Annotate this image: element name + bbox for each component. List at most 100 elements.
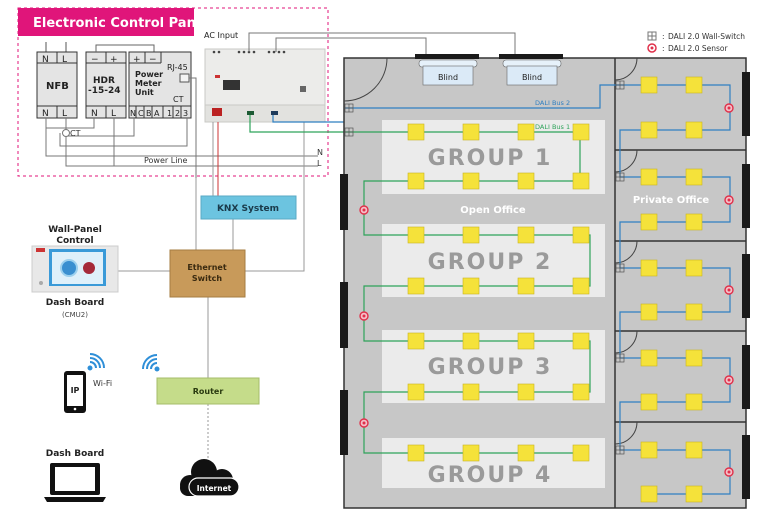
legend-switch-label: DALI 2.0 Wall-Switch xyxy=(668,32,745,41)
light-fixture xyxy=(407,123,425,141)
blind-2: Blind xyxy=(502,59,562,86)
wall-switch-icon xyxy=(615,263,625,273)
light-fixture xyxy=(685,393,703,411)
light-fixture xyxy=(462,172,480,190)
pmu-term-1: 1 xyxy=(167,109,172,118)
wall-panel-model: (CMU2) xyxy=(62,311,88,319)
light-fixture xyxy=(572,332,590,350)
light-fixture xyxy=(640,441,658,459)
light-fixture xyxy=(572,383,590,401)
blind-2-label: Blind xyxy=(522,73,542,82)
power-terminal xyxy=(212,108,222,116)
wall-panel-title-2: Control xyxy=(56,236,93,246)
wall-panel-caption: Dash Board xyxy=(46,298,104,308)
pmu-term-3: 3 xyxy=(183,109,188,118)
light-fixture xyxy=(685,213,703,231)
rj45-label: RJ-45 xyxy=(167,63,188,72)
wifi-label: Wi-Fi xyxy=(93,379,112,388)
sensor-icon xyxy=(724,285,734,295)
hdr-module: − + HDR -15-24 N L xyxy=(85,51,127,119)
wall-switch-legend-icon xyxy=(647,31,657,41)
internet-label: Internet xyxy=(197,484,232,493)
pmu-label-3: Unit xyxy=(135,88,154,97)
pmu-label-2: Meter xyxy=(135,79,162,88)
light-fixture xyxy=(517,277,535,295)
light-fixture xyxy=(407,383,425,401)
panel-title-bar xyxy=(18,8,194,36)
light-fixture xyxy=(407,277,425,295)
wall-switch-icon xyxy=(615,353,625,363)
wall-switch-icon xyxy=(615,80,625,90)
sensor-legend-icon xyxy=(647,43,657,53)
legend-sensor-label: DALI 2.0 Sensor xyxy=(668,44,728,53)
light-fixture xyxy=(685,76,703,94)
light-fixture xyxy=(572,277,590,295)
pmu-plus: + xyxy=(133,55,141,65)
control-panel: Electronic Control Panel N L NFB N L − +… xyxy=(17,7,516,178)
wall-switch-icon xyxy=(615,172,625,182)
light-fixture xyxy=(462,332,480,350)
wall-switches xyxy=(344,80,625,455)
legend: : DALI 2.0 Wall-Switch : DALI 2.0 Sensor xyxy=(647,31,745,53)
light-fixture xyxy=(640,303,658,321)
pmu-term-2: 2 xyxy=(175,109,180,118)
phone-ip-label: IP xyxy=(71,386,80,395)
hdr-model: -15-24 xyxy=(88,86,121,96)
ac-input-label: AC Input xyxy=(204,31,238,40)
sensor-icon xyxy=(724,375,734,385)
ct-label: CT xyxy=(70,129,81,138)
power-line-label: Power Line xyxy=(144,156,187,165)
light-fixture xyxy=(685,121,703,139)
private-office-label: Private Office xyxy=(633,195,710,206)
light-fixture xyxy=(640,259,658,277)
light-fixture xyxy=(407,226,425,244)
light-fixture xyxy=(517,226,535,244)
ethernet-label-1: Ethernet xyxy=(187,263,226,272)
panel-title: Electronic Control Panel xyxy=(33,16,209,31)
dali-bus-1-label: DALI Bus 1 xyxy=(535,123,570,131)
light-fixture xyxy=(685,441,703,459)
pmu-term-n: N xyxy=(130,109,136,118)
network-wiring xyxy=(118,122,305,460)
power-meter-module: + − Power Meter Unit RJ-45 CT N C B A 1 … xyxy=(128,51,192,119)
ethernet-label-2: Switch xyxy=(192,274,222,283)
light-fixtures xyxy=(407,76,703,503)
nfb-n-top: N xyxy=(42,55,49,65)
light-fixture xyxy=(685,349,703,367)
hdr-label: HDR xyxy=(93,76,115,86)
live-label: L xyxy=(317,159,322,168)
pmu-label-1: Power xyxy=(135,70,163,79)
bus1-feed xyxy=(249,115,345,133)
light-fixture xyxy=(572,123,590,141)
wall-switch-icon xyxy=(344,127,354,137)
light-fixture xyxy=(407,444,425,462)
light-fixture xyxy=(462,444,480,462)
nfb-label: NFB xyxy=(46,81,69,92)
usb-port xyxy=(300,86,306,92)
internet-cloud-icon xyxy=(180,459,240,497)
knx-system-box xyxy=(200,195,297,220)
sensor-icon xyxy=(724,103,734,113)
blind-1: Blind xyxy=(418,59,478,86)
light-fixture xyxy=(685,485,703,503)
group-4-label: GROUP 4 xyxy=(428,463,553,488)
wall-panel-device xyxy=(31,245,119,293)
hdr-plus: + xyxy=(110,55,118,65)
group-1-label: GROUP 1 xyxy=(428,146,553,171)
router-label: Router xyxy=(193,387,224,396)
hdr-l: L xyxy=(111,109,116,119)
light-fixture xyxy=(640,76,658,94)
wall-switch-icon xyxy=(344,103,354,113)
nfb-l-top: L xyxy=(62,55,67,65)
pmu-minus: − xyxy=(149,55,157,65)
sensor-icon xyxy=(359,311,369,321)
ct-sensor-icon xyxy=(62,129,70,137)
sensor-icon xyxy=(359,418,369,428)
light-fixture xyxy=(685,303,703,321)
wifi-icon-phone xyxy=(87,353,105,371)
light-fixture xyxy=(685,168,703,186)
nfb-n-bottom: N xyxy=(42,109,49,119)
windows xyxy=(340,54,750,499)
light-fixture xyxy=(640,168,658,186)
